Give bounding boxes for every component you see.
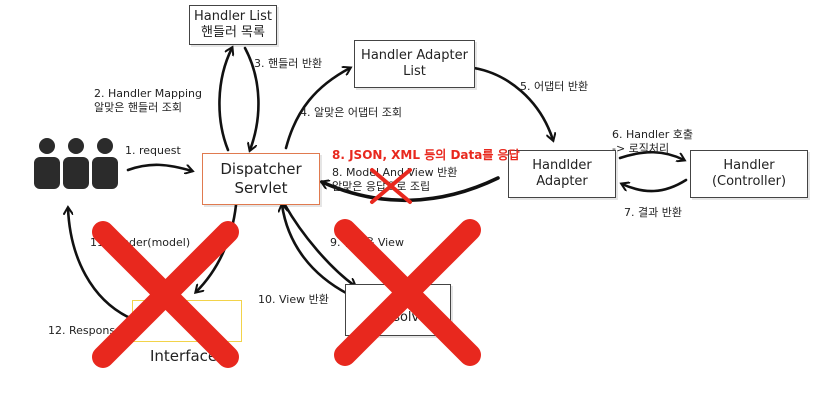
handler-adapter-box: Handlder Adapter [508,150,616,198]
dispatcher-servlet-subtitle: Servlet [234,179,288,197]
handler-list-box: Handler List 핸들러 목록 [189,5,277,45]
handler-adapter-title: Handlder [532,157,592,173]
arrow-view-resolver-call [283,203,355,286]
arrow-render [196,203,238,292]
label-handler-call-2: -> 로직처리 [612,142,670,155]
arrow-result-return [622,178,688,193]
label-handler-mapping-2: 알맞은 핸들러 조회 [94,101,182,114]
handler-adapter-subtitle: Adapter [536,174,588,189]
handler-list-subtitle: 핸들러 목록 [201,25,265,40]
arrow-handler-mapping [218,48,232,152]
label-response: 12. Response [48,324,122,337]
handler-controller-subtitle: (Controller) [711,174,787,189]
handler-controller-box: Handler (Controller) [690,150,808,198]
arrow-adapter-lookup [284,68,350,150]
handler-controller-title: Handler [723,157,775,173]
arrow-handler-return [243,46,260,150]
view-interface-label: Interface [150,347,218,365]
cross-out-view-icon [92,221,239,368]
handler-adapter-list-subtitle: List [403,64,426,79]
arrow-request [126,163,192,171]
cross-out-view-resolver-icon [334,219,481,366]
label-model-and-view-1: 8. Model And View 반환 [332,166,458,179]
label-view-return: 10. View 반환 [258,293,329,306]
arrow-view-return [282,205,350,296]
handler-adapter-list-title: Handler Adapter [361,47,468,63]
arrow-adapter-return [472,66,553,140]
label-handler-return: 3. 핸들러 반환 [254,57,323,70]
label-model-and-view-2: 알맞은 응답으로 조립 [332,180,431,193]
label-handler-mapping-1: 2. Handler Mapping [94,87,203,100]
dispatcher-servlet-box: Dispatcher Servlet [202,153,320,205]
label-adapter-lookup: 4. 알맞은 어댑터 조회 [300,106,402,119]
label-request: 1. request [125,144,181,157]
label-adapter-return: 5. 어댑터 반환 [520,80,589,93]
label-result-return: 7. 결과 반환 [624,206,682,219]
small-cross-icon [370,168,412,204]
arrow-response [68,208,132,320]
handler-adapter-list-box: Handler Adapter List [354,40,475,88]
dispatcher-servlet-title: Dispatcher [220,160,302,179]
arrow-handler-call [618,150,684,160]
handler-list-title: Handler List [193,8,273,24]
label-handler-call-1: 6. Handler 호출 [612,128,694,141]
label-json-response: 8. JSON, XML 등의 Data를 응답 [332,148,520,162]
